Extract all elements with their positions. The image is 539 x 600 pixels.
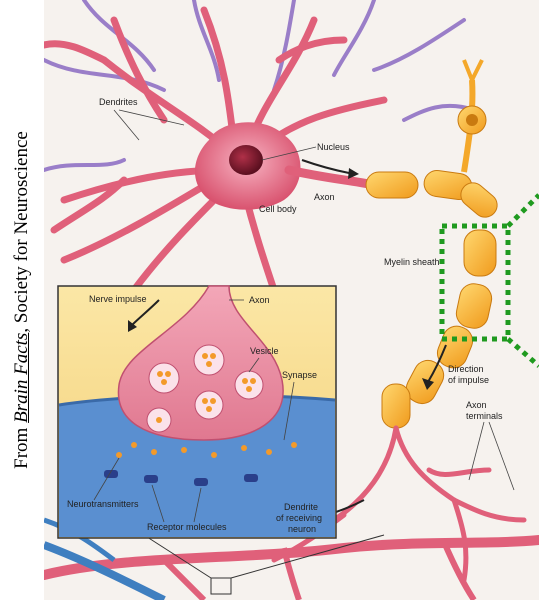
label-nucleus: Nucleus	[317, 142, 350, 152]
inset-label-receptor-molecules: Receptor molecules	[147, 522, 227, 532]
label-axon: Axon	[314, 192, 335, 202]
label-direction-2: of impulse	[448, 375, 489, 385]
inset-label-axon: Axon	[249, 295, 270, 305]
credit-text: From Brain Facts, Society for Neuroscien…	[11, 131, 33, 469]
credit-source: Brain Facts	[11, 333, 32, 423]
neuron-illustration: Dendrites Nucleus Cell body Axon Myelin …	[44, 0, 539, 600]
inset-label-dendrite-3: neuron	[288, 524, 316, 534]
credit-suffix: , Society for Neuroscience	[11, 131, 32, 333]
credit-prefix: From	[11, 423, 32, 469]
label-myelin-sheath: Myelin sheath	[384, 257, 440, 267]
label-dendrites: Dendrites	[99, 97, 138, 107]
neuron-diagram: Dendrites Nucleus Cell body Axon Myelin …	[44, 0, 539, 600]
label-direction-1: Direction	[448, 364, 484, 374]
inset-label-neurotransmitters: Neurotransmitters	[67, 499, 139, 509]
nucleus	[229, 145, 263, 175]
label-axon-terminals-1: Axon	[466, 400, 487, 410]
inset-label-nerve-impulse: Nerve impulse	[89, 294, 147, 304]
image-credit: From Brain Facts, Society for Neuroscien…	[0, 0, 44, 600]
inset-label-vesicle: Vesicle	[250, 346, 279, 356]
inset-label-dendrite-2: of receiving	[276, 513, 322, 523]
synapse-inset: Nerve impulse Axon Vesicle Synapse Neuro…	[58, 286, 336, 538]
label-axon-terminals-2: terminals	[466, 411, 503, 421]
inset-label-synapse: Synapse	[282, 370, 317, 380]
inset-label-dendrite-1: Dendrite	[284, 502, 318, 512]
label-cell-body: Cell body	[259, 204, 297, 214]
